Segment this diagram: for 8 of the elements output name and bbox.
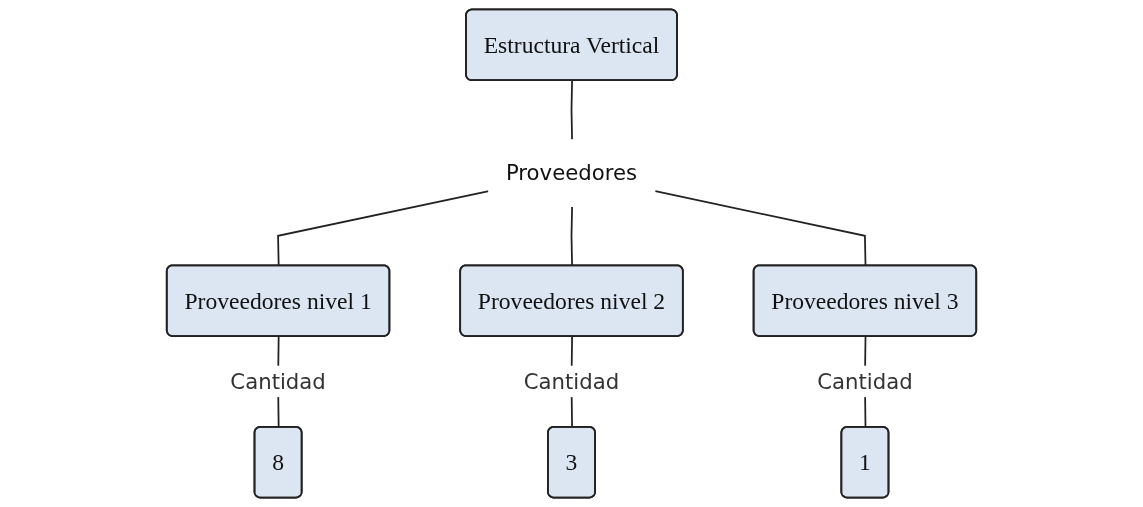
edge-label: Cantidad bbox=[523, 369, 620, 394]
edge-label: Cantidad bbox=[817, 369, 913, 394]
connector bbox=[570, 79, 573, 141]
connector bbox=[277, 190, 490, 267]
edge-label: Cantidad bbox=[230, 369, 326, 394]
node-text: Proveedores bbox=[505, 160, 638, 186]
connector bbox=[570, 206, 573, 267]
connector bbox=[654, 190, 867, 267]
